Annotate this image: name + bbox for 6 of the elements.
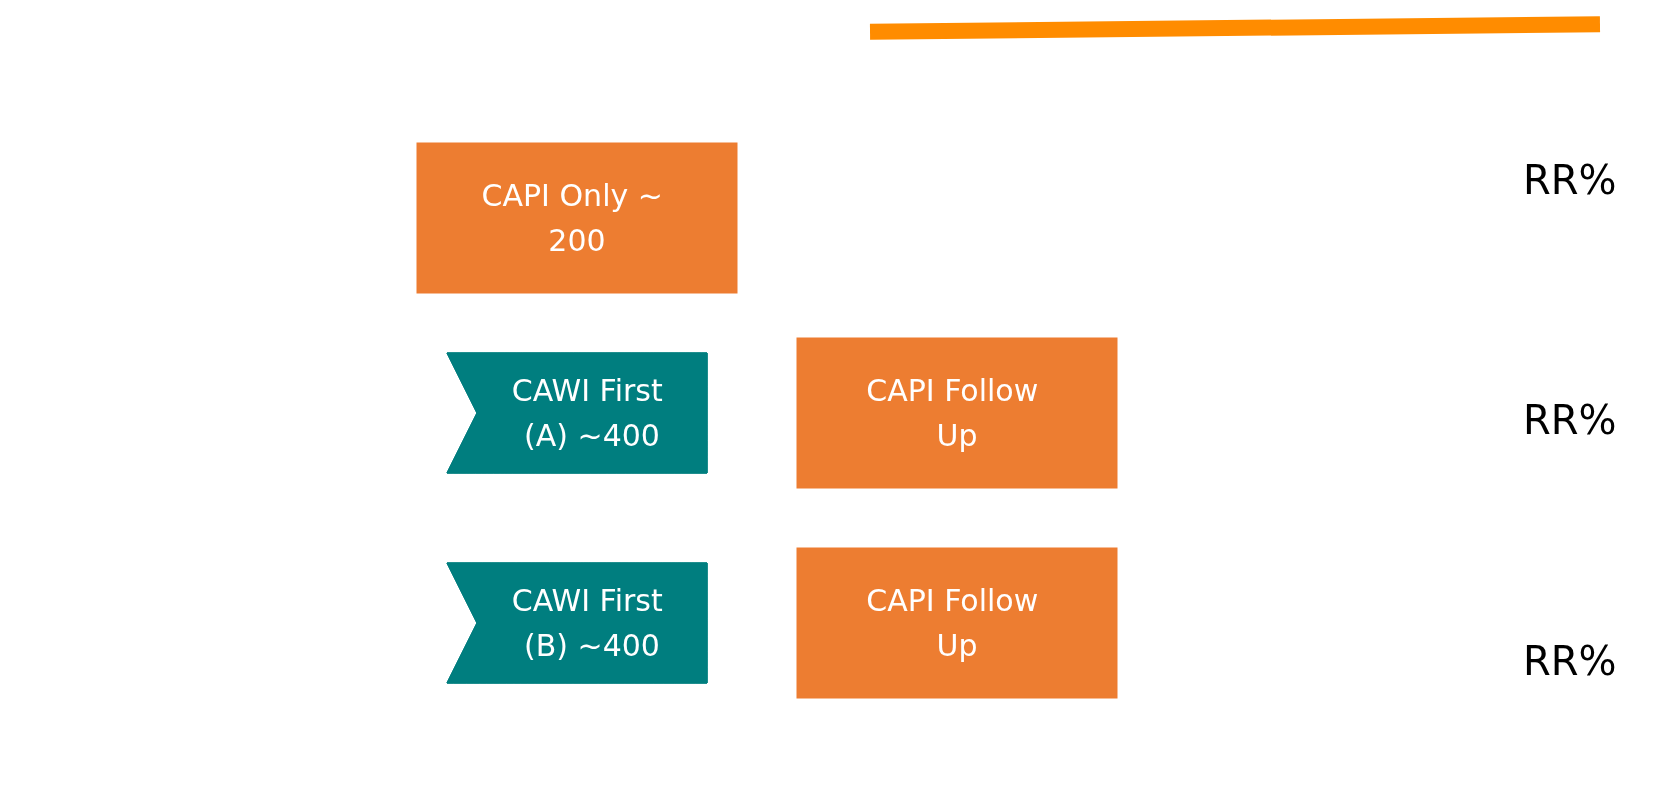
rate-label: RR%: [1523, 637, 1618, 684]
rate-label: RR%: [1523, 397, 1618, 444]
node-box: CAPI Follow Up: [796, 547, 1117, 699]
node-box: CAPI Follow Up: [796, 337, 1117, 489]
node-box: CAPI Only ~ 200: [416, 142, 737, 294]
rate-label: RR%: [1523, 157, 1618, 204]
